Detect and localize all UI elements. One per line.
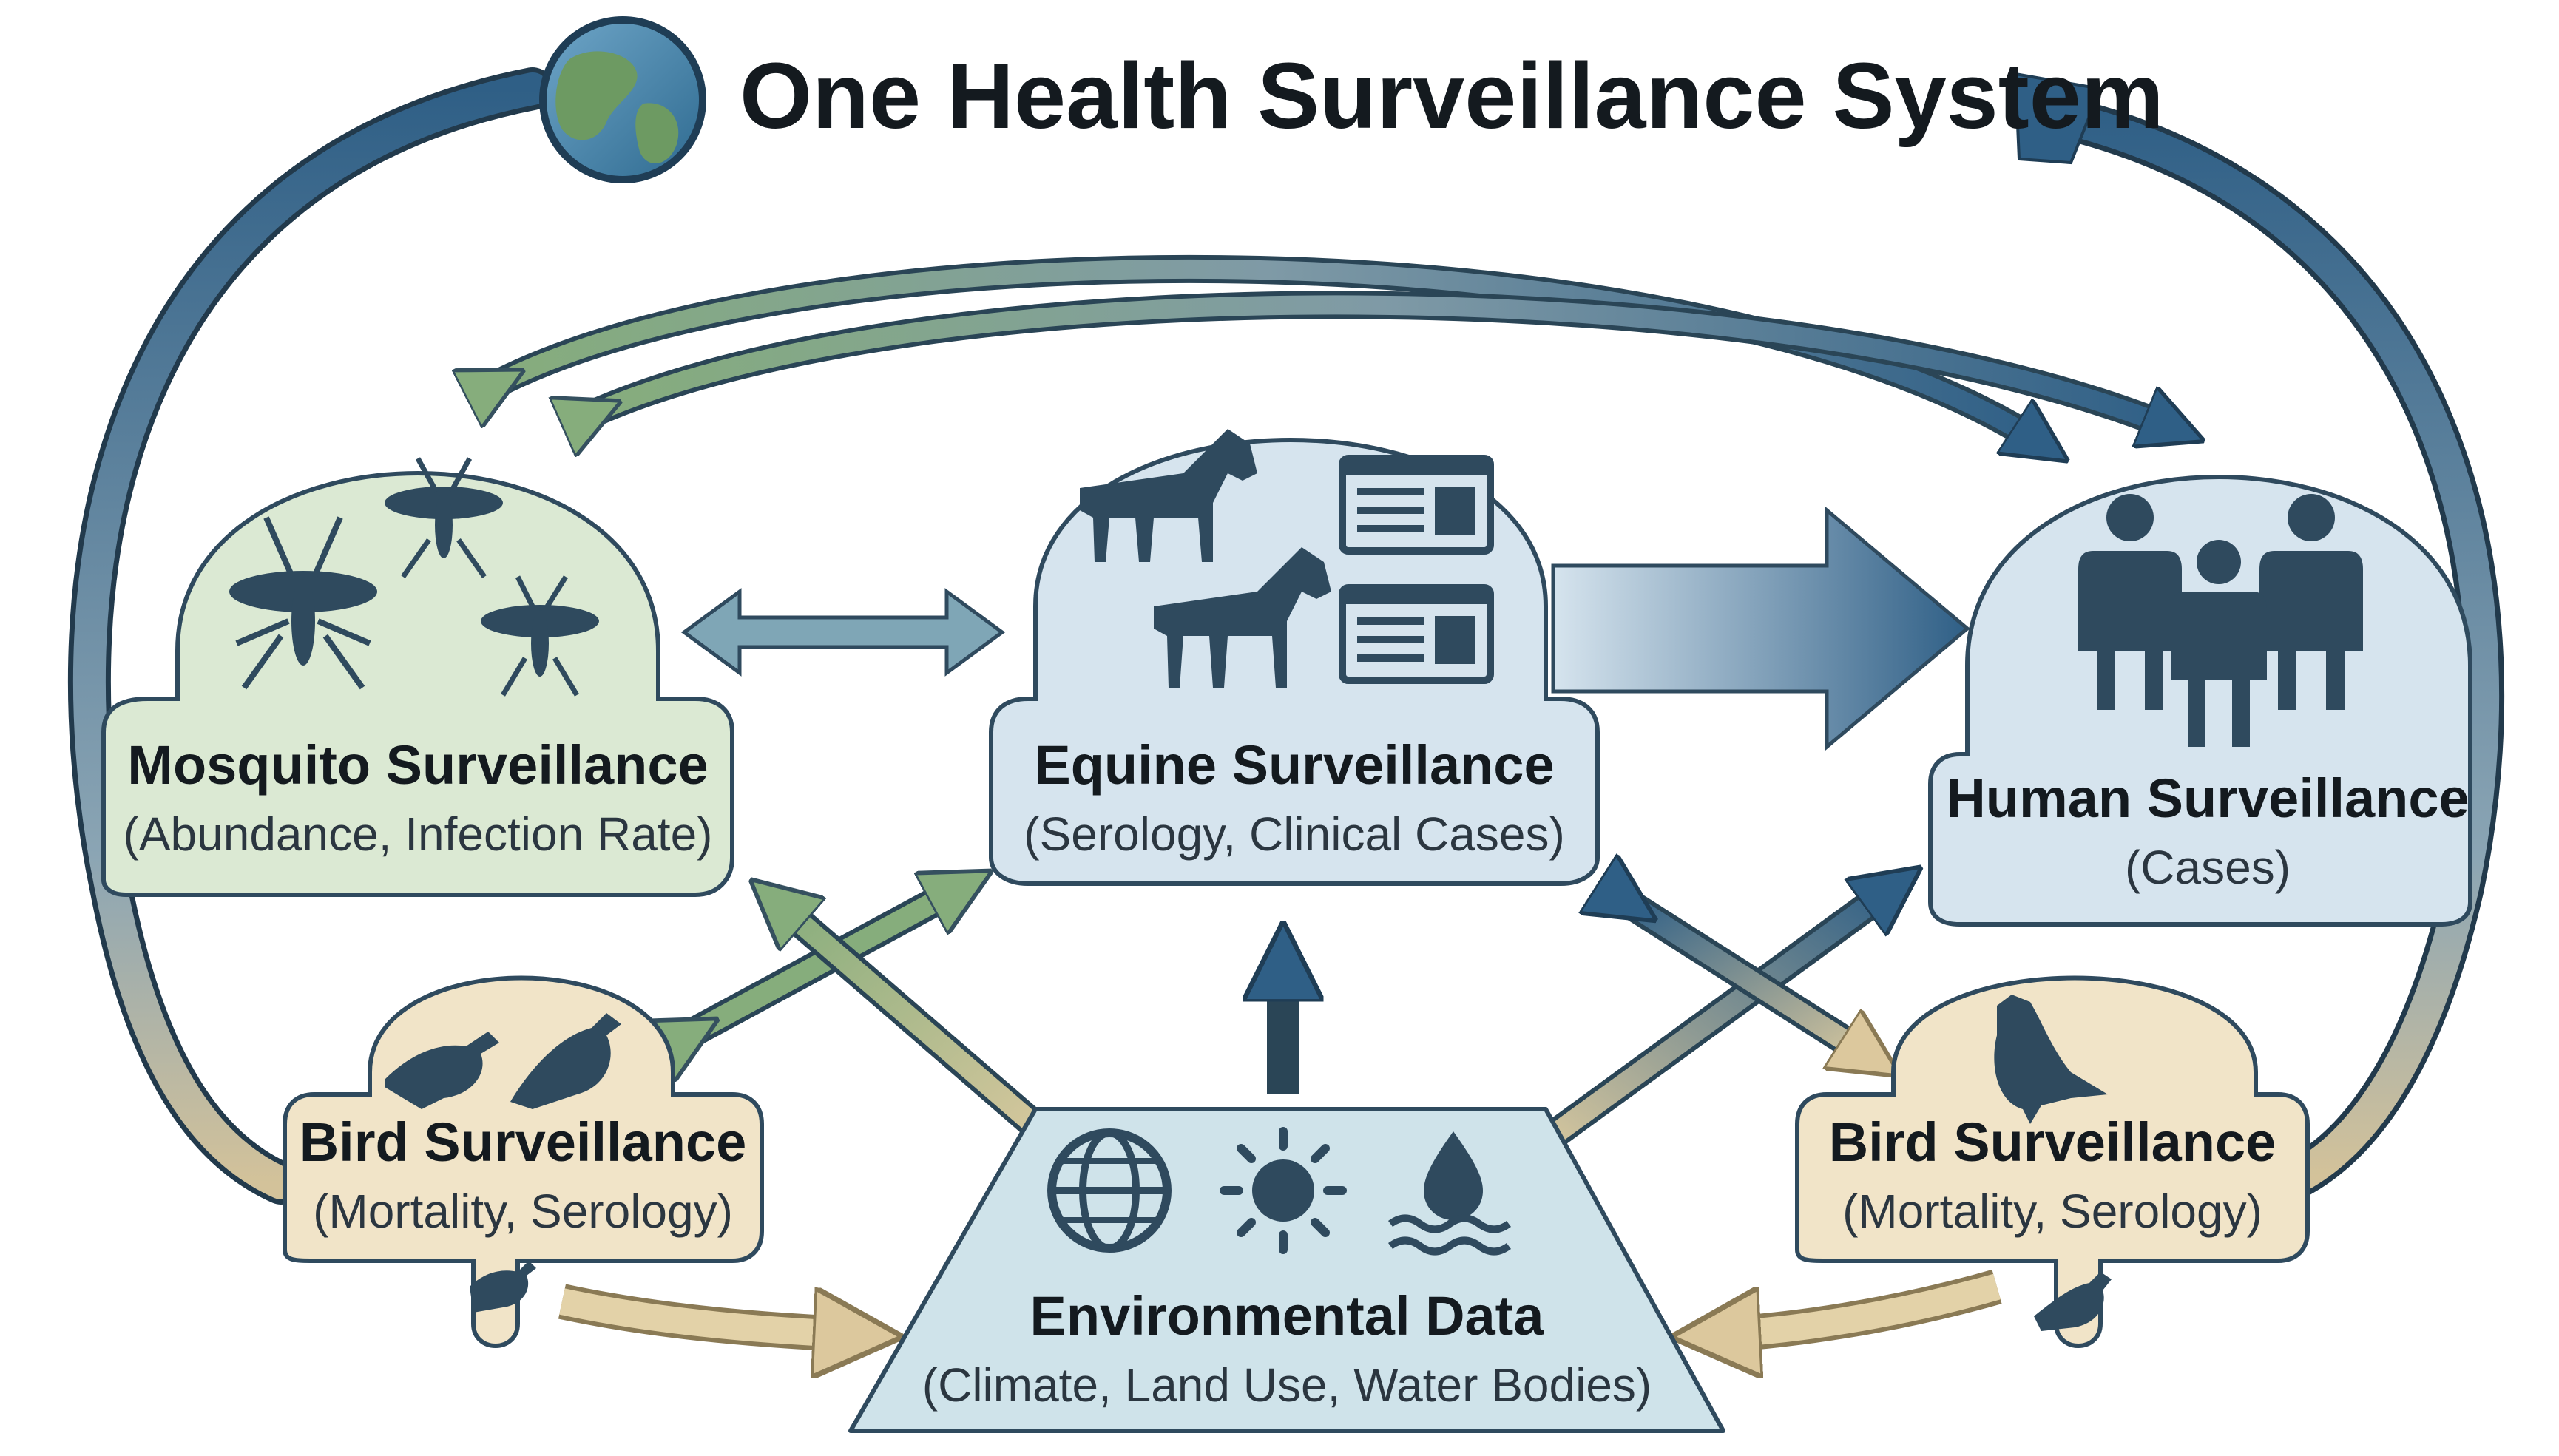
bird-icon <box>510 1013 621 1109</box>
bird-left-node: Bird Surveillance (Mortality, Serology) <box>283 975 764 1348</box>
human-subtitle: (Cases) <box>2125 841 2291 894</box>
human-node: Human Surveillance (Cases) <box>1928 475 2472 927</box>
equine-to-human-arrow <box>1551 506 1970 751</box>
mosquito-equine-arrow <box>680 588 1006 677</box>
equine-title: Equine Surveillance <box>1034 734 1554 796</box>
outer-loop-arrows <box>67 67 2505 1205</box>
bird-icon <box>2034 1272 2112 1331</box>
mosquito-icon <box>481 575 599 697</box>
data-record-icon <box>1339 455 1494 555</box>
mosquito-node: Mosquito Surveillance (Abundance, Infect… <box>101 457 734 897</box>
page-title: One Health Surveillance System <box>740 44 2164 148</box>
outer-arc-right-head <box>2013 72 2103 165</box>
bird-right-title: Bird Surveillance <box>1829 1111 2276 1173</box>
mosquito-icon <box>229 516 377 690</box>
bird-icon <box>470 1261 536 1313</box>
equine-subtitle: (Serology, Clinical Cases) <box>1024 807 1565 861</box>
human-title: Human Surveillance <box>1946 768 2469 829</box>
globe-grid-icon <box>1047 1128 1172 1253</box>
horse-icon <box>1080 429 1257 562</box>
equine-node: Equine Surveillance (Serology, Clinical … <box>989 429 1600 886</box>
top-arcs <box>496 254 2174 444</box>
data-record-icon <box>1339 584 1494 684</box>
header: One Health Surveillance System <box>539 16 2164 183</box>
bird-left-title: Bird Surveillance <box>300 1111 747 1173</box>
environment-node: Environmental Data (Climate, Land Use, W… <box>848 1107 1725 1433</box>
environment-subtitle: (Climate, Land Use, Water Bodies) <box>922 1358 1652 1412</box>
sun-icon <box>1220 1127 1347 1254</box>
bird-left-subtitle: (Mortality, Serology) <box>313 1185 733 1238</box>
bird-icon <box>1994 995 2108 1124</box>
water-drop-icon <box>1388 1131 1511 1256</box>
cross-arrows <box>558 887 2002 1335</box>
mosquito-subtitle: (Abundance, Infection Rate) <box>124 807 713 861</box>
mosquito-title: Mosquito Surveillance <box>127 734 708 796</box>
bird-right-node: Bird Surveillance (Mortality, Serology) <box>1795 975 2310 1348</box>
people-icon <box>2078 494 2363 747</box>
globe-icon <box>539 16 706 183</box>
horse-icon <box>1154 547 1331 688</box>
mosquito-icon <box>385 457 503 579</box>
environment-title: Environmental Data <box>1030 1285 1545 1347</box>
bird-icon <box>385 1032 499 1109</box>
bird-right-subtitle: (Mortality, Serology) <box>1842 1185 2262 1238</box>
